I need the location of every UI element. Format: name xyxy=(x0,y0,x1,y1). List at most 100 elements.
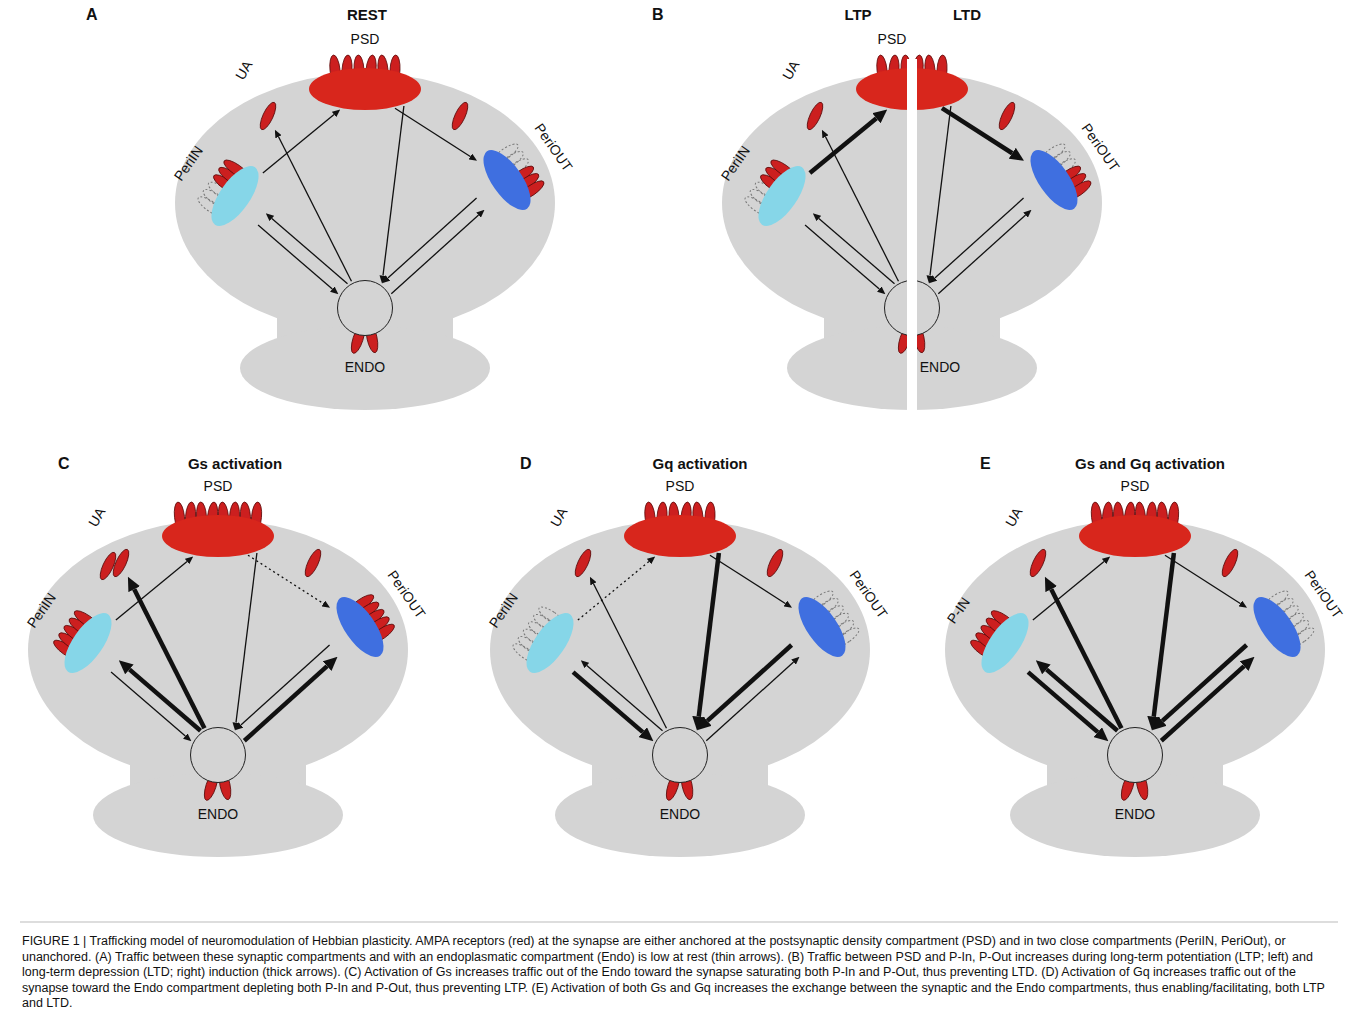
traffic-arrow xyxy=(279,137,352,281)
unanchored-receptor: UA xyxy=(1030,545,1046,581)
figure-panel: ARESTPeriINUAPSDPeriOUTENDO xyxy=(125,8,605,428)
panel-title: Gs activation xyxy=(188,455,282,472)
spine-base xyxy=(240,326,490,410)
spine-base xyxy=(555,773,805,857)
traffic-arrow xyxy=(1154,553,1174,717)
compartment-label: PSD xyxy=(204,478,233,494)
traffic-arrow xyxy=(391,215,478,294)
spine-base xyxy=(93,773,343,857)
traffic-arrow xyxy=(942,108,1012,153)
compartment-label: ENDO xyxy=(345,359,385,375)
endo-compartment: ENDO xyxy=(1107,727,1163,783)
spine-illustration xyxy=(175,55,555,410)
peri-in-compartment: PeriIN xyxy=(518,606,583,681)
traffic-arrow xyxy=(258,225,332,289)
compartment-label: PeriOUT xyxy=(1079,120,1123,174)
compartment-label: UA xyxy=(547,505,571,530)
receptor-shape xyxy=(807,98,823,134)
psd-compartment: PSD xyxy=(1079,515,1191,557)
compartment-label: ENDO xyxy=(920,359,960,375)
traffic-arrow xyxy=(810,118,877,173)
traffic-arrow xyxy=(710,555,785,603)
ampa-receptor xyxy=(1219,547,1241,578)
spine-illustration xyxy=(28,502,408,857)
ampa-receptor xyxy=(302,547,324,578)
peri-in-compartment: PeriIN xyxy=(56,606,121,681)
compartment-label: PSD xyxy=(1121,478,1150,494)
receptor-shape xyxy=(260,98,276,134)
compartment-label: ENDO xyxy=(660,806,700,822)
traffic-arrow xyxy=(244,666,327,741)
psd-compartment: PSD xyxy=(309,68,421,110)
traffic-arrow xyxy=(573,672,643,732)
traffic-arrow xyxy=(116,561,187,620)
traffic-arrow xyxy=(935,198,1024,278)
figure-panel: BLTPLTDPeriINUAPSDPeriOUTENDO xyxy=(672,8,1152,428)
receptor-shape xyxy=(575,545,591,581)
traffic-arrow xyxy=(707,645,791,721)
ampa-receptor xyxy=(804,100,826,131)
peri-in-compartment: P-IN xyxy=(973,606,1038,681)
unanchored-receptor: UA xyxy=(113,545,129,581)
compartment-label: UA xyxy=(1002,505,1026,530)
traffic-arrow xyxy=(1162,645,1246,721)
compartment-label: PeriOUT xyxy=(385,567,429,621)
panel-letter: D xyxy=(520,455,532,473)
compartment-label: PSD xyxy=(351,31,380,47)
traffic-arrow xyxy=(938,215,1025,294)
traffic-arrow xyxy=(1165,555,1240,603)
ampa-receptor xyxy=(764,547,786,578)
compartment-label: P-IN xyxy=(944,594,973,626)
panel-letter: B xyxy=(652,6,664,24)
ampa-receptor xyxy=(449,100,471,131)
traffic-arrow xyxy=(248,555,323,603)
traffic-arrow xyxy=(111,672,185,736)
traffic-arrow xyxy=(1161,666,1244,741)
panel-title: LTP xyxy=(844,6,871,23)
psd-compartment: PSD xyxy=(624,515,736,557)
panel-title: LTD xyxy=(953,6,981,23)
traffic-arrow xyxy=(578,561,649,620)
traffic-arrow xyxy=(1028,672,1098,732)
endo-compartment: ENDO xyxy=(190,727,246,783)
figure-panel: EGs and Gq activationP-INUAPSDPeriOUTEND… xyxy=(895,455,1358,875)
peri-in-compartment: PeriIN xyxy=(750,159,815,234)
traffic-arrow xyxy=(930,106,951,276)
spine-illustration xyxy=(945,502,1325,857)
ampa-receptor xyxy=(110,547,132,578)
panel-title: Gs and Gq activation xyxy=(1075,455,1225,472)
endo-compartment: ENDO xyxy=(652,727,708,783)
compartment-label: UA xyxy=(85,505,109,530)
traffic-arrow xyxy=(826,137,899,281)
traffic-arrow xyxy=(805,225,879,289)
panel-title: REST xyxy=(347,6,387,23)
compartment-label: PeriIN xyxy=(718,143,753,184)
figure-panel: CGs activationPeriINUAPSDPeriOUTENDO xyxy=(0,455,458,875)
traffic-arrow xyxy=(1051,589,1121,728)
traffic-arrow xyxy=(395,108,470,156)
traffic-arrow xyxy=(1033,561,1104,620)
traffic-arrow xyxy=(236,553,257,723)
compartment-label: ENDO xyxy=(1115,806,1155,822)
compartment-label: UA xyxy=(232,58,256,83)
traffic-arrow xyxy=(699,553,719,717)
panel-letter: E xyxy=(980,455,991,473)
caption-rule xyxy=(20,922,1338,923)
compartment-label: PSD xyxy=(878,31,907,47)
receptor-shape xyxy=(113,545,129,581)
traffic-arrow xyxy=(241,645,330,725)
compartment-label: PeriOUT xyxy=(847,567,891,621)
compartment-label: PeriIN xyxy=(24,590,59,631)
endo-compartment: ENDO xyxy=(337,280,393,336)
traffic-arrow xyxy=(594,584,667,728)
panel-title: Gq activation xyxy=(652,455,747,472)
unanchored-receptor: UA xyxy=(260,98,276,134)
spine-illustration xyxy=(490,502,870,857)
compartment-label: ENDO xyxy=(198,806,238,822)
panel-split-gap xyxy=(907,59,917,419)
unanchored-receptor: UA xyxy=(807,98,823,134)
peri-out-compartment: PeriOUT xyxy=(1022,143,1087,218)
traffic-arrow xyxy=(134,589,204,728)
receptor-shape xyxy=(1030,545,1046,581)
